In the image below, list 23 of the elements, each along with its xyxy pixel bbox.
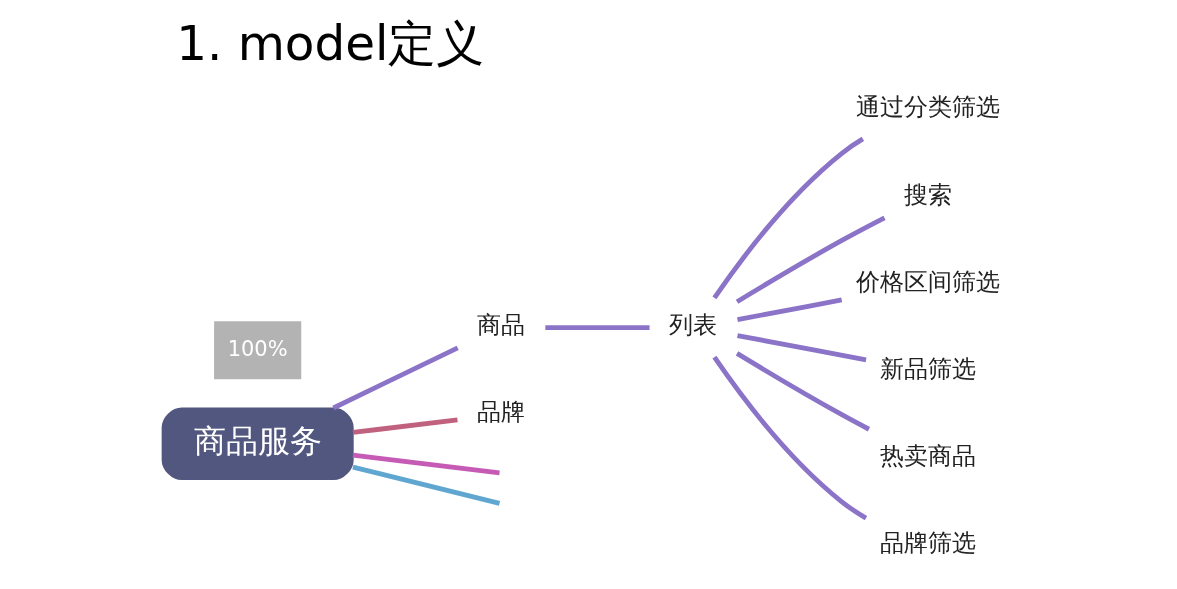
connector [332, 345, 459, 411]
node-box: 商品服务 [161, 407, 354, 481]
node-text: 新品筛选 [880, 354, 977, 383]
connector [352, 417, 458, 435]
connector [737, 333, 867, 363]
connector [352, 464, 501, 506]
connector [712, 355, 868, 521]
connector [735, 215, 886, 304]
connector [735, 351, 871, 432]
connector [737, 297, 843, 322]
connector [712, 136, 865, 300]
node-text: 商品 [477, 311, 526, 340]
node-text: 热卖商品 [880, 441, 977, 470]
connector [545, 325, 650, 330]
node-text: 通过分类筛选 [856, 93, 1001, 122]
diagram-title: 1. model定义 [176, 14, 485, 71]
node-text: 价格区间筛选 [856, 267, 1001, 296]
node-text: 搜索 [904, 180, 953, 209]
node-text: 品牌 [477, 398, 526, 427]
node-text: 列表 [669, 311, 718, 340]
label: 100% [227, 336, 288, 361]
node-text: 品牌筛选 [880, 529, 977, 558]
connector [352, 452, 500, 476]
